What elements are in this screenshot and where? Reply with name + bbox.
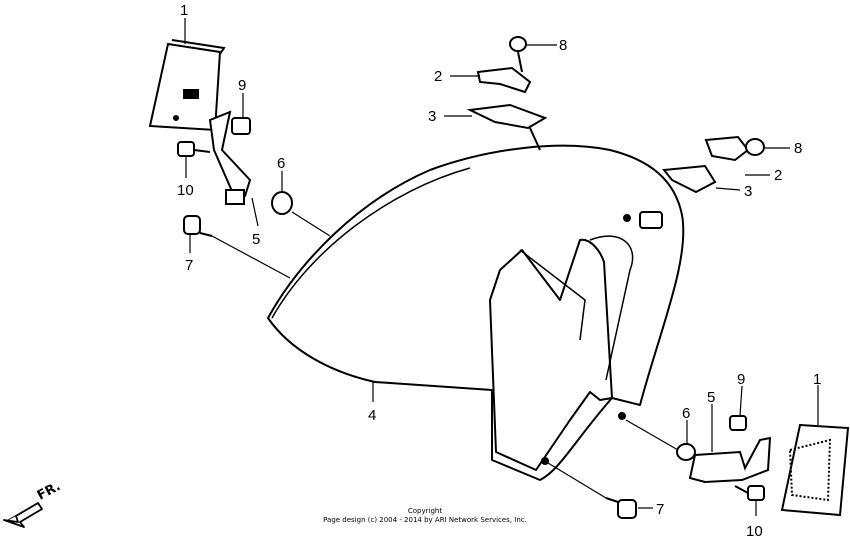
callout-fender: 4 [368, 407, 376, 424]
stay-left [208, 110, 252, 205]
holder-right [639, 135, 765, 229]
callout-nut-left: 9 [238, 77, 246, 94]
callout-screw-right: 7 [656, 501, 664, 518]
washer-left [271, 191, 293, 215]
callout-clip-right: 8 [794, 140, 802, 157]
callout-reflector-left: 1 [180, 2, 188, 19]
callout-washer-left: 6 [277, 155, 285, 172]
page-design-credit: Page design (c) 2004 - 2014 by ARI Netwo… [323, 516, 527, 524]
callout-clip-top: 8 [559, 37, 567, 54]
bolt-right [734, 485, 765, 501]
callout-bolt-right: 10 [746, 523, 763, 540]
callout-holder-a-top: 2 [434, 68, 442, 85]
callout-washer-right: 6 [682, 405, 690, 422]
callout-stay-right: 5 [707, 389, 715, 406]
callout-holder-b-right: 3 [744, 183, 752, 200]
front-fender [267, 144, 685, 481]
screw-left [183, 215, 213, 237]
screw-right [605, 497, 637, 519]
callout-reflector-right: 1 [813, 371, 821, 388]
holder-top [466, 36, 548, 151]
leader-lines [184, 18, 819, 516]
bolt-left [177, 141, 211, 157]
front-direction-arrow-icon: FR. [3, 479, 63, 528]
reflector-left [148, 39, 226, 132]
nut-left [231, 117, 251, 135]
copyright-label: Copyright [408, 507, 442, 515]
callout-nut-right: 9 [737, 371, 745, 388]
callout-screw-left: 7 [185, 257, 193, 274]
reflector-right [780, 423, 850, 517]
stay-right [688, 436, 772, 484]
callout-bolt-left: 10 [177, 182, 194, 199]
callout-holder-b-top: 3 [428, 108, 436, 125]
direction-label: FR. [35, 479, 63, 504]
washer-right [676, 443, 696, 461]
callout-holder-a-right: 2 [774, 167, 782, 184]
callout-stay-left: 5 [252, 231, 260, 248]
nut-right [729, 415, 747, 431]
